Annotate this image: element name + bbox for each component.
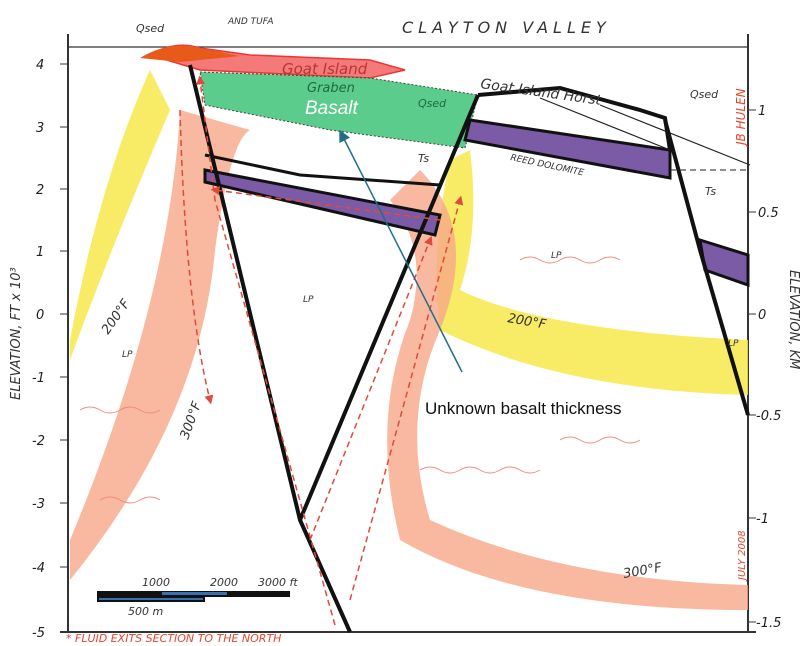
label-300F-left: 300°F <box>178 399 206 441</box>
annotation-unknown-basalt-thickness: Unknown basalt thickness <box>425 399 622 418</box>
label-goat-island: Goat Island <box>282 60 368 78</box>
label-200F-right: 200°F <box>506 311 547 333</box>
footnote: * FLUID EXITS SECTION TO THE NORTH <box>66 632 281 645</box>
label-author: JB HULEN <box>734 88 748 147</box>
left-axis-ticks: 4 3 2 1 0 -1 -2 -3 -4 -5 <box>32 58 68 641</box>
label-qsed-right: Qsed <box>690 88 719 101</box>
title: CLAYTON VALLEY <box>402 18 611 37</box>
right-tick: -1.5 <box>756 616 781 631</box>
label-lp-far-right: LP <box>728 339 739 349</box>
right-axis-ticks: 1 0.5 0 -0.5 -1 -1.5 <box>748 104 781 631</box>
left-tick: 1 <box>36 245 44 260</box>
right-tick: 1 <box>758 104 766 119</box>
right-tick: -0.5 <box>756 409 781 424</box>
reed-dolomite-horst <box>463 118 672 180</box>
tufa-deposit <box>140 45 240 62</box>
label-qsed-graben: Qsed <box>418 97 447 110</box>
scale-label-m: 500 m <box>128 605 163 618</box>
scale-label: 2000 <box>210 576 238 589</box>
left-tick: -5 <box>32 626 45 641</box>
scale-label: 1000 <box>142 576 170 589</box>
label-ts-right: Ts <box>705 185 716 198</box>
left-tick: -1 <box>32 371 45 386</box>
label-horst: Goat Island Horst <box>479 76 602 109</box>
label-date: JULY 2008 <box>737 530 748 582</box>
zone-200F <box>70 70 748 395</box>
fluid-wavy-paths <box>79 256 641 504</box>
left-axis-label: ELEVATION, FT x 10³ <box>9 267 24 400</box>
label-basalt: Basalt <box>305 98 359 119</box>
left-tick: -2 <box>32 434 45 449</box>
reed-dolomite-graben <box>203 168 442 237</box>
scale-label: 3000 ft <box>258 576 298 589</box>
left-tick: 0 <box>36 308 44 323</box>
annotation-arrow <box>339 129 463 373</box>
label-ts-center: Ts <box>418 152 429 165</box>
graben-basalt <box>199 71 479 149</box>
label-200F-left: 200°F <box>99 296 134 337</box>
left-tick: -3 <box>32 497 45 512</box>
fluid-flow-arrows <box>179 75 464 626</box>
label-qsed-top: Qsed <box>136 22 165 35</box>
label-lp-center: LP <box>303 295 314 305</box>
faults <box>188 64 750 633</box>
label-and-tufa: AND TUFA <box>227 17 274 27</box>
right-tick: 0.5 <box>758 206 779 221</box>
label-lp-left: LP <box>122 350 133 360</box>
scale-bar: 1000 2000 3000 ft 500 m <box>97 576 298 618</box>
label-graben: Graben <box>307 81 355 96</box>
left-tick: -4 <box>32 561 45 576</box>
left-tick: 3 <box>36 121 44 136</box>
left-tick: 4 <box>36 58 44 73</box>
right-tick: -1 <box>756 512 769 527</box>
right-axis-label: ELEVATION, KM <box>786 270 800 369</box>
right-tick: 0 <box>758 308 766 323</box>
left-tick: 2 <box>36 183 44 198</box>
label-300F-bottom: 300°F <box>622 560 663 582</box>
label-lp-right: LP <box>551 251 562 261</box>
